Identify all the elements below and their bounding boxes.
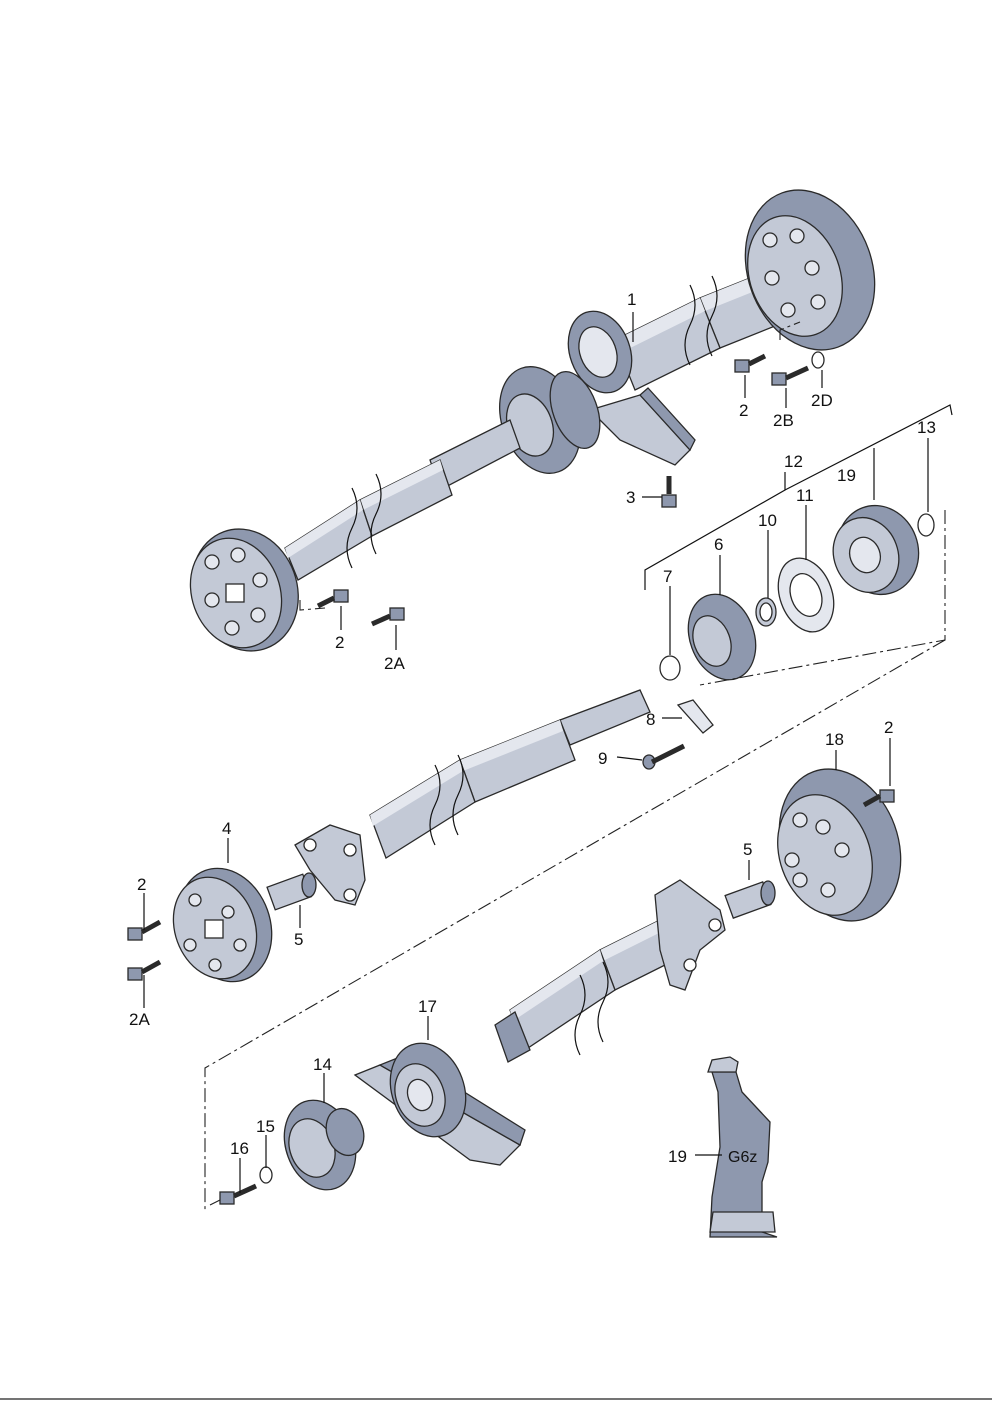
flex-disc-4 bbox=[172, 867, 273, 983]
circlip-13 bbox=[917, 513, 935, 537]
center-bearing-17 bbox=[353, 1042, 526, 1166]
tube-label: G6z bbox=[728, 1149, 757, 1166]
bolt-2-left bbox=[316, 589, 349, 609]
callout-14: 14 bbox=[313, 1055, 332, 1074]
leader-lines bbox=[143, 312, 953, 1193]
bolt-2b bbox=[771, 365, 810, 386]
locking-plate-8 bbox=[676, 699, 714, 734]
bolt-group-upper bbox=[316, 351, 825, 627]
sleeve-5-left bbox=[266, 872, 317, 911]
callout-2: 2 bbox=[137, 875, 146, 894]
callout-11: 11 bbox=[796, 486, 814, 505]
callout-6: 6 bbox=[714, 535, 723, 554]
callout-10: 10 bbox=[758, 511, 777, 530]
washer-2d bbox=[811, 351, 825, 369]
bolt-3 bbox=[661, 476, 677, 508]
flange-14 bbox=[283, 1099, 365, 1191]
callout-3: 3 bbox=[626, 488, 635, 507]
callout-labels: 1 2 2B 2D 3 2 2A 12 13 19 11 10 6 7 8 9 … bbox=[129, 290, 936, 1166]
clamp-7 bbox=[659, 655, 681, 681]
callout-19: 19 bbox=[837, 466, 856, 485]
callout-18: 18 bbox=[825, 730, 844, 749]
callout-2d: 2D bbox=[811, 391, 833, 410]
bolt-16 bbox=[219, 1183, 258, 1205]
callout-13: 13 bbox=[917, 418, 936, 437]
callout-2a: 2A bbox=[384, 654, 405, 673]
flex-disc-18 bbox=[777, 768, 902, 922]
propshaft-rear-section bbox=[189, 189, 876, 652]
bolt-2-upper bbox=[734, 353, 767, 373]
bearing-kit bbox=[642, 504, 935, 770]
callout-2: 2 bbox=[739, 401, 748, 420]
washer-15 bbox=[259, 1166, 273, 1184]
callout-9: 9 bbox=[598, 749, 607, 768]
callout-12: 12 bbox=[784, 452, 803, 471]
callout-15: 15 bbox=[256, 1117, 275, 1136]
bolt-2a-mid-left bbox=[127, 959, 162, 981]
bolt-9 bbox=[642, 743, 686, 770]
callout-8: 8 bbox=[646, 710, 655, 729]
callout-2: 2 bbox=[884, 718, 893, 737]
callout-1: 1 bbox=[627, 290, 636, 309]
bolt-2-mid-left bbox=[127, 919, 162, 941]
callout-17: 17 bbox=[418, 997, 437, 1016]
assembly-lines bbox=[204, 321, 946, 1210]
callout-2b: 2B bbox=[773, 411, 794, 430]
callout-5: 5 bbox=[294, 930, 303, 949]
callout-19: 19 bbox=[668, 1147, 687, 1166]
callout-2a: 2A bbox=[129, 1010, 150, 1029]
propshaft-middle-section bbox=[294, 689, 651, 906]
callout-4: 4 bbox=[222, 819, 231, 838]
bolt-2a-left bbox=[370, 607, 405, 627]
bolt-2-right bbox=[862, 789, 895, 808]
sleeve-5-right bbox=[724, 880, 776, 919]
callout-7: 7 bbox=[663, 567, 672, 586]
callout-16: 16 bbox=[230, 1139, 249, 1158]
callout-2: 2 bbox=[335, 633, 344, 652]
propshaft-front-section bbox=[494, 879, 726, 1063]
grease-tube-19 bbox=[707, 1056, 778, 1238]
callout-5: 5 bbox=[743, 840, 752, 859]
